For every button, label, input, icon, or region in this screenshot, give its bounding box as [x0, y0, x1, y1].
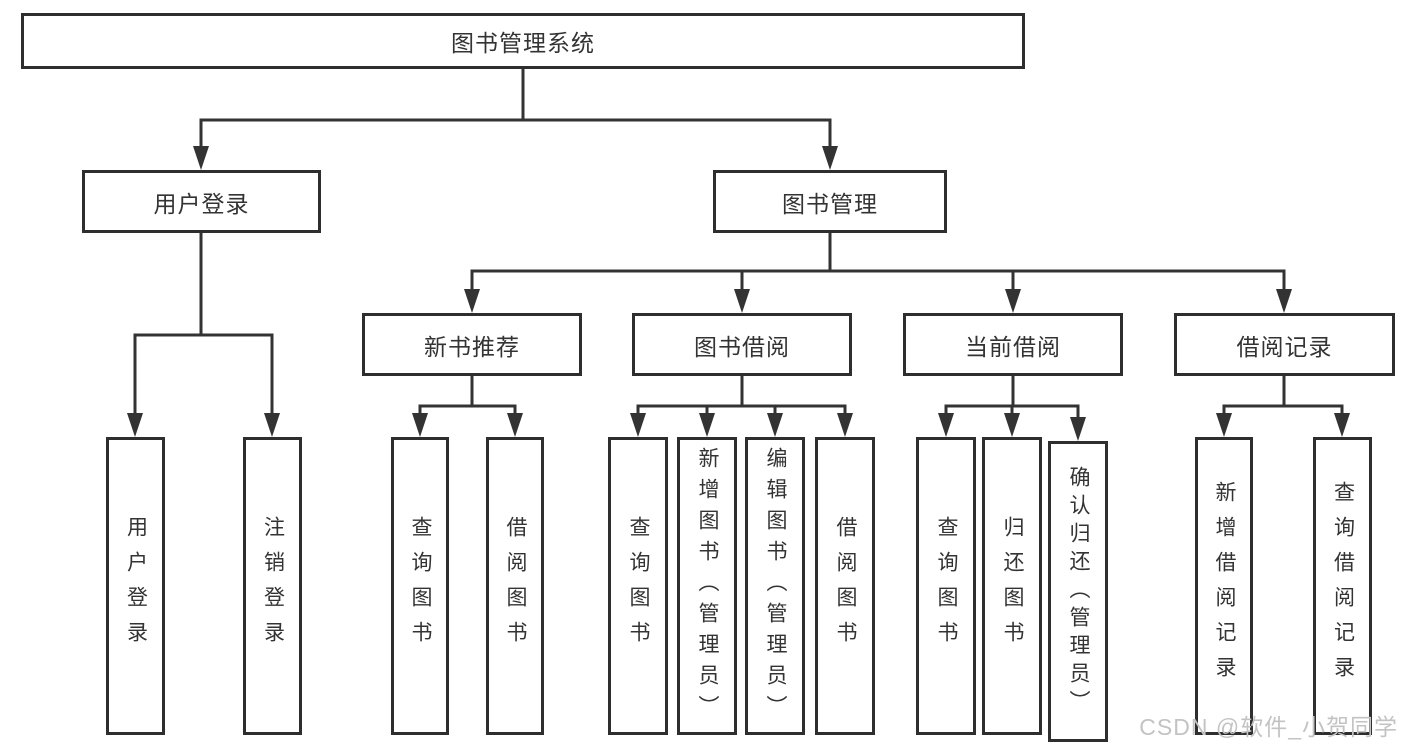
arrowhead-icon [1004, 413, 1020, 437]
arrowhead-icon [1276, 289, 1292, 313]
node-user-login: 用户登录 [82, 170, 321, 233]
leaf-label: 注销登录 [261, 516, 285, 656]
connector-borrow-record [1216, 376, 1350, 437]
line [1222, 376, 1344, 419]
leaf-add-book-admin: 新增图书（管理员） [677, 437, 737, 735]
leaf-label: 归还图书 [1001, 516, 1024, 656]
node-current-borrowing: 当前借阅 [903, 313, 1123, 376]
leaf-add-borrow-record: 新增借阅记录 [1195, 437, 1253, 735]
leaf-label: 查询图书 [409, 516, 432, 656]
connector-user-login [127, 233, 280, 437]
line [133, 233, 274, 419]
arrowhead-icon [1070, 417, 1086, 441]
arrowhead-icon [767, 413, 783, 437]
node-book-management: 图书管理 [713, 170, 947, 233]
leaf-label: 查询借阅记录 [1331, 481, 1355, 691]
arrowhead-icon [938, 413, 954, 437]
connector-root [193, 69, 838, 170]
leaf-query-books: 查询图书 [916, 437, 976, 735]
leaf-label: 新增借阅记录 [1213, 481, 1236, 691]
leaf-query-books: 查询图书 [608, 437, 668, 735]
leaf-label: 用户登录 [124, 516, 148, 656]
arrowhead-icon [699, 413, 715, 437]
node-new-book-recommendation: 新书推荐 [362, 313, 582, 376]
leaf-borrow-books: 借阅图书 [486, 437, 544, 735]
line [470, 233, 1286, 295]
arrowhead-icon [1005, 289, 1021, 313]
arrowhead-icon [630, 413, 646, 437]
connector-book-borrow [630, 376, 853, 437]
leaf-user-login: 用户登录 [106, 437, 165, 735]
line [199, 69, 832, 152]
arrowhead-icon [1216, 413, 1232, 437]
line [944, 376, 1080, 423]
arrowhead-icon [507, 413, 523, 437]
leaf-label: 新增图书（管理员） [696, 446, 719, 726]
arrowhead-icon [412, 413, 428, 437]
node-book-borrowing: 图书借阅 [632, 313, 852, 376]
arrowhead-icon [1334, 413, 1350, 437]
line [636, 376, 847, 419]
leaf-label: 编辑图书（管理员） [764, 446, 787, 726]
leaf-label: 查询图书 [935, 516, 958, 656]
connector-book-management [464, 233, 1292, 313]
line [418, 376, 517, 419]
arrowhead-icon [264, 413, 280, 437]
arrowhead-icon [837, 413, 853, 437]
leaf-edit-book-admin: 编辑图书（管理员） [745, 437, 805, 735]
node-library-management-system: 图书管理系统 [21, 13, 1025, 69]
leaf-borrow-books: 借阅图书 [815, 437, 875, 735]
leaf-query-borrow-record: 查询借阅记录 [1313, 437, 1372, 735]
arrowhead-icon [464, 289, 480, 313]
connector-new-book [412, 376, 523, 437]
leaf-label: 借阅图书 [834, 516, 857, 656]
watermark: CSDN @软件_小贺同学 [1139, 714, 1398, 740]
node-borrowing-records: 借阅记录 [1174, 313, 1395, 376]
arrowhead-icon [127, 413, 143, 437]
arrowhead-icon [193, 146, 209, 170]
leaf-label: 确认归还（管理员） [1067, 465, 1090, 718]
arrowhead-icon [734, 289, 750, 313]
leaf-label: 借阅图书 [504, 516, 527, 656]
leaf-label: 查询图书 [627, 516, 650, 656]
leaf-return-books: 归还图书 [982, 437, 1042, 735]
leaf-query-books: 查询图书 [391, 437, 449, 735]
leaf-confirm-return-admin: 确认归还（管理员） [1048, 441, 1108, 742]
connector-current-borrow [938, 376, 1086, 441]
leaf-logout: 注销登录 [243, 437, 302, 735]
arrowhead-icon [822, 146, 838, 170]
